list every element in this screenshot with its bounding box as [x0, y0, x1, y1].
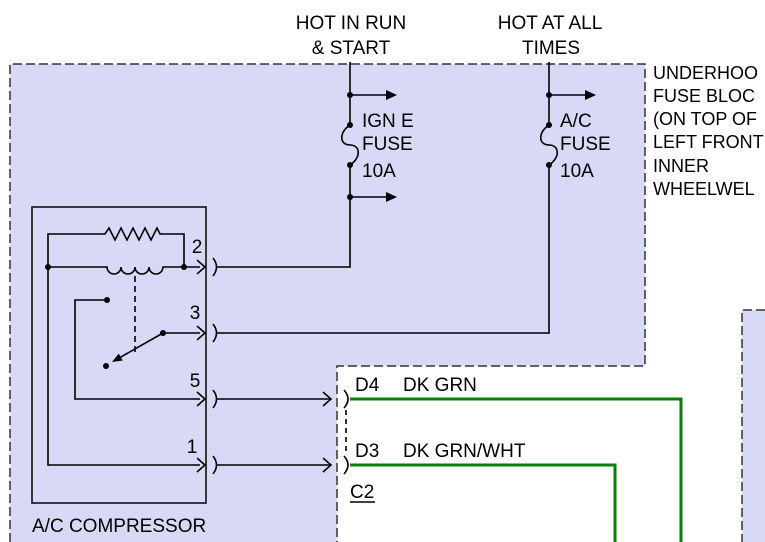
switch-blade [120, 332, 164, 358]
c2-terminal-mate [343, 455, 349, 475]
fuse-terminal-dot [546, 122, 552, 128]
fuse-block-label: WHEELWEL [653, 179, 755, 199]
compressor-pin-connectors [196, 257, 218, 475]
pin-number: 1 [187, 437, 198, 458]
cavity-label: D3 [355, 441, 379, 462]
branch-arrowhead [585, 90, 596, 100]
pin-terminal [196, 457, 207, 473]
dk-grn-wht-wire [350, 463, 617, 542]
pin-terminal [196, 325, 207, 341]
ac-fuse-rating: 10A [560, 161, 594, 182]
pin-terminal [196, 391, 207, 407]
fuse-block-label: FUSE BLOC [653, 86, 755, 106]
power-source-label-battery: HOT AT ALL [498, 13, 603, 34]
fuse-block-dashed-border [9, 63, 646, 542]
ign-e-fuse-symbol [340, 124, 360, 166]
power-source-label-ign: & START [312, 38, 391, 59]
wire-color-label: DK GRN/WHT [403, 441, 526, 462]
c2-terminal-mate [343, 389, 349, 409]
pin-terminal-mate [212, 323, 218, 343]
cavity-label: D4 [355, 375, 380, 396]
ign-e-fuse-label: FUSE [362, 134, 413, 155]
fuse-block-label: INNER [653, 156, 709, 176]
pin-terminal-mate [212, 455, 218, 475]
fuse-terminal-dot [347, 122, 353, 128]
ac-fuse-label: A/C [560, 111, 592, 132]
adjacent-component-region [742, 310, 765, 542]
c2-terminal [322, 391, 333, 407]
junction-dot [347, 194, 353, 200]
wire-color-label: DK GRN [403, 375, 477, 396]
pin-terminal-mate [212, 257, 218, 277]
fuse-terminal-dot [347, 162, 353, 168]
branch-arrowhead [386, 192, 397, 202]
switch-contact-dot [104, 297, 110, 303]
fuse-block-label: (ON TOP OF [653, 109, 757, 129]
ac-fuse-symbol [539, 124, 559, 166]
junction-dot [347, 92, 353, 98]
fuse-block-label: LEFT FRONT [653, 132, 764, 152]
branch-arrowhead [386, 90, 397, 100]
switch-pivot-dot [160, 330, 166, 336]
pin-1-internal-wire [47, 267, 200, 466]
clutch-coil [48, 266, 200, 275]
adjacent-component-dashed-border [741, 309, 765, 542]
power-source-label-ign: HOT IN RUN [296, 13, 406, 34]
fuse-block-label: UNDERHOO [653, 63, 758, 83]
switch-contact-dot [103, 363, 109, 369]
fuse-terminal-dot [546, 162, 552, 168]
pin-number: 3 [190, 303, 201, 324]
power-source-label-battery: TIMES [522, 38, 580, 59]
switch-blade-arrowhead [112, 353, 123, 362]
compressor-label: A/C COMPRESSOR [32, 516, 206, 537]
junction-dot [546, 92, 552, 98]
ac-fuse-label: FUSE [560, 134, 611, 155]
pin-terminal-mate [212, 389, 218, 409]
switch-contact-wire [74, 299, 200, 400]
junction-dot [45, 264, 51, 270]
pin-3-wire [217, 165, 550, 334]
junction-dot [181, 264, 187, 270]
resistor [47, 226, 185, 267]
dk-grn-wire [350, 397, 683, 542]
pin-number: 5 [190, 371, 201, 392]
ign-e-fuse-rating: 10A [362, 161, 396, 182]
pin-number: 2 [192, 237, 203, 258]
ign-e-fuse-label: IGN E [362, 111, 414, 132]
pin-terminal [196, 259, 207, 275]
c2-terminal [322, 457, 333, 473]
connector-label: C2 [350, 482, 374, 503]
